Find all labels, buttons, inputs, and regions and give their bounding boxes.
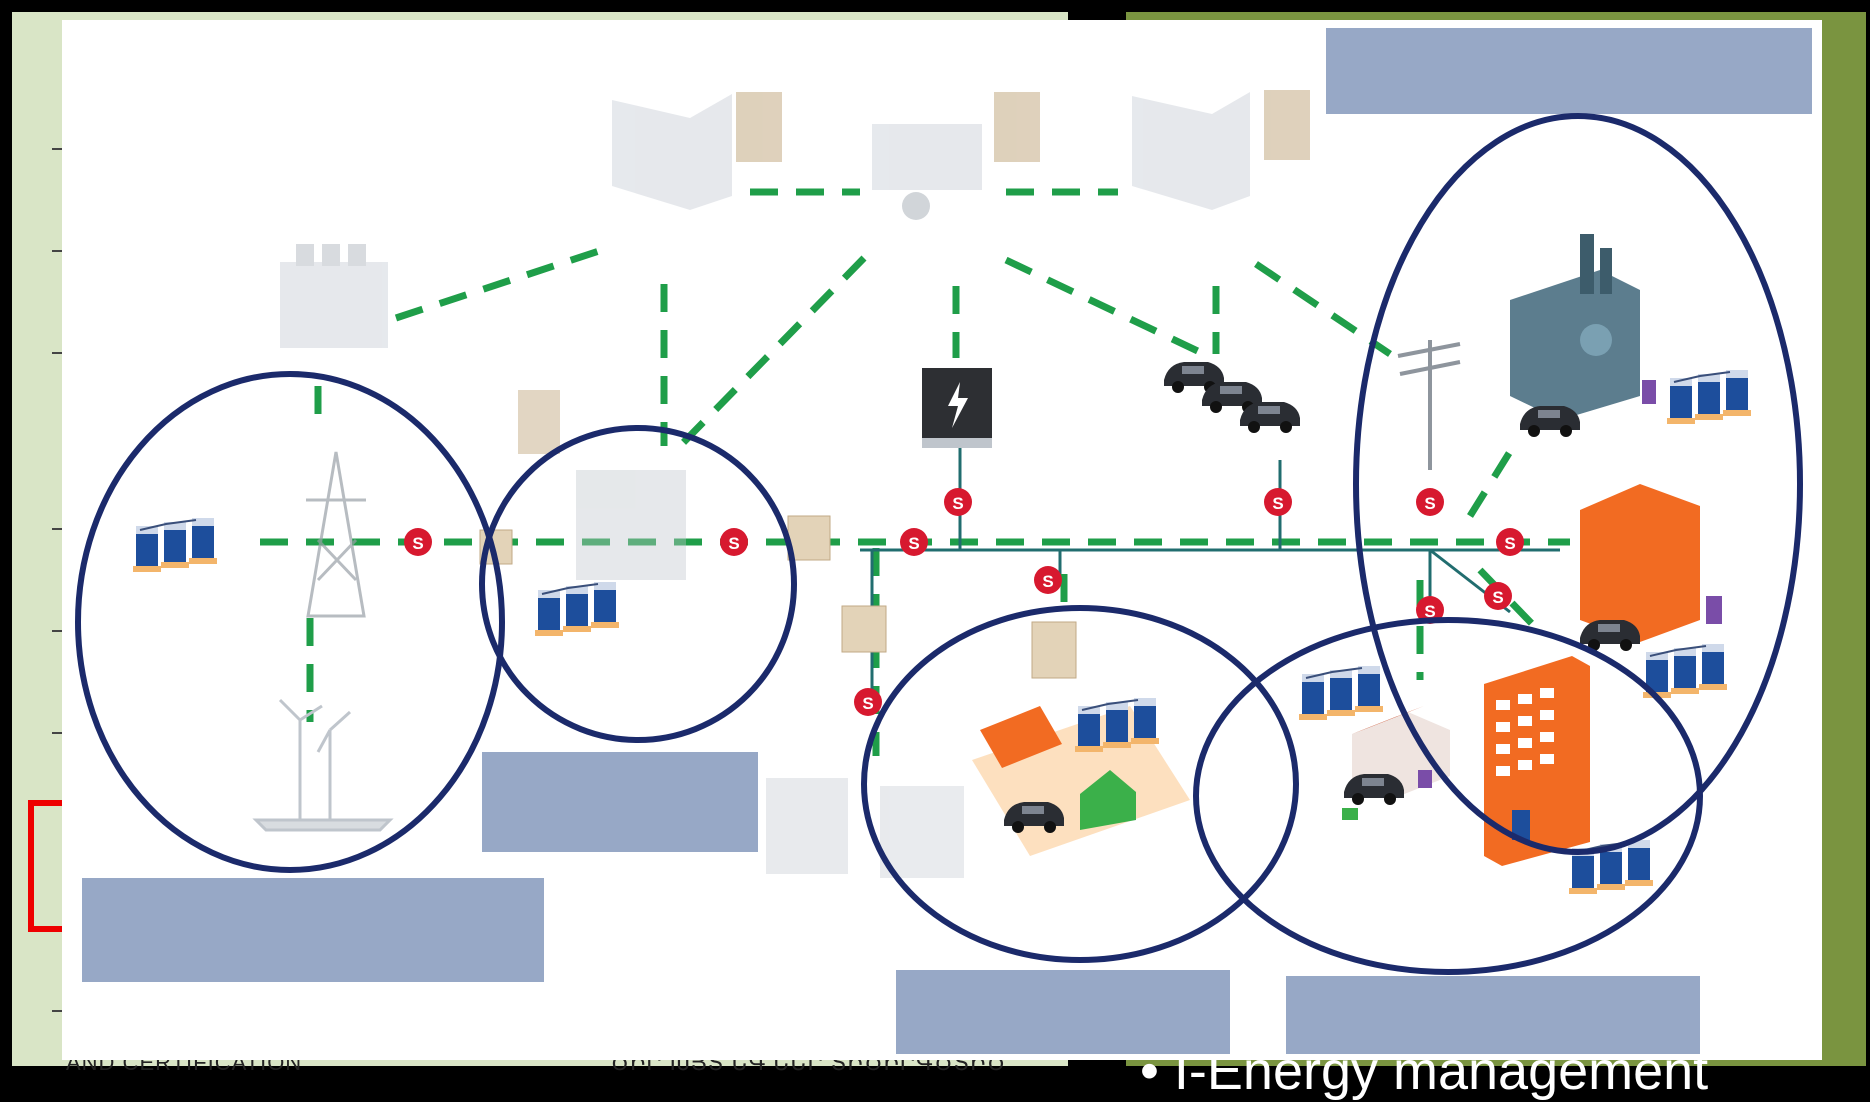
grouping-ellipse bbox=[479, 425, 797, 743]
label-box-center-left bbox=[482, 752, 758, 852]
office-building-icon bbox=[1484, 656, 1590, 866]
station-marker: S bbox=[900, 528, 928, 556]
station-label: S bbox=[1042, 572, 1053, 591]
electric-car-icon bbox=[1164, 362, 1300, 433]
power-line bbox=[860, 446, 1560, 710]
station-marker: S bbox=[1034, 566, 1062, 594]
slide-tick-mark bbox=[52, 630, 62, 632]
smart-grid-diagram: S S S S S S S S S S S bbox=[75, 28, 1812, 1054]
storage-battery-icon bbox=[535, 582, 619, 636]
station-marker: S bbox=[404, 528, 432, 556]
slide-tick-mark bbox=[52, 732, 62, 734]
station-label: S bbox=[1504, 534, 1515, 553]
battery-icon bbox=[922, 368, 992, 448]
slide-tick-mark bbox=[52, 528, 62, 530]
utility-pole-icon bbox=[1397, 340, 1461, 470]
electric-car-icon bbox=[1520, 406, 1580, 437]
station-label: S bbox=[1424, 494, 1435, 513]
station-label: S bbox=[952, 494, 963, 513]
industrial-building-icon bbox=[1580, 484, 1722, 642]
label-box-bottom-left bbox=[82, 878, 544, 982]
grouping-ellipses bbox=[75, 113, 1803, 975]
storage-battery-icon bbox=[1643, 644, 1727, 698]
station-markers: S S S S S S S S S S S bbox=[404, 488, 1524, 716]
station-marker: S bbox=[1484, 582, 1512, 610]
slide-tick-mark bbox=[52, 148, 62, 150]
station-marker: S bbox=[854, 688, 882, 716]
station-label: S bbox=[1272, 494, 1283, 513]
station-marker: S bbox=[944, 488, 972, 516]
station-marker: S bbox=[1496, 528, 1524, 556]
storage-battery-icon bbox=[133, 518, 217, 572]
data-center-icon bbox=[612, 92, 782, 210]
grouping-ellipse bbox=[861, 605, 1299, 963]
power-plant-icon bbox=[280, 244, 388, 348]
slide-tick-mark bbox=[52, 250, 62, 252]
equipment-box-icon bbox=[479, 515, 1077, 679]
station-marker: S bbox=[1416, 488, 1444, 516]
station-label: S bbox=[412, 534, 423, 553]
station-label: S bbox=[1424, 602, 1435, 621]
slide-tick-mark bbox=[52, 1010, 62, 1012]
electric-car-icon bbox=[1580, 620, 1640, 651]
data-center-icon bbox=[1132, 90, 1310, 210]
wind-turbine-icon bbox=[252, 698, 394, 832]
electric-car-icon bbox=[1344, 774, 1404, 805]
factory-icon bbox=[1510, 234, 1656, 420]
station-label: S bbox=[728, 534, 739, 553]
grouping-ellipse bbox=[1193, 617, 1703, 975]
grouping-ellipse bbox=[75, 371, 505, 873]
station-label: S bbox=[862, 694, 873, 713]
station-marker: S bbox=[720, 528, 748, 556]
station-marker: S bbox=[1264, 488, 1292, 516]
data-center-icon bbox=[766, 778, 964, 878]
storage-battery-icon bbox=[1667, 370, 1751, 424]
station-label: S bbox=[1492, 588, 1503, 607]
transmission-tower-icon bbox=[306, 451, 366, 618]
label-box-bottom-right bbox=[1286, 976, 1700, 1054]
substation-icon bbox=[518, 390, 686, 580]
label-box-bottom-center bbox=[896, 970, 1230, 1054]
substation-icon bbox=[872, 92, 1040, 220]
station-label: S bbox=[908, 534, 919, 553]
red-bracket bbox=[28, 800, 68, 932]
grouping-ellipse bbox=[1353, 113, 1803, 855]
station-marker: S bbox=[1416, 596, 1444, 624]
storage-battery-icon bbox=[1075, 698, 1159, 752]
slide-tick-mark bbox=[52, 352, 62, 354]
storage-battery-icon bbox=[1299, 666, 1383, 720]
label-box-top-right bbox=[1326, 28, 1812, 114]
